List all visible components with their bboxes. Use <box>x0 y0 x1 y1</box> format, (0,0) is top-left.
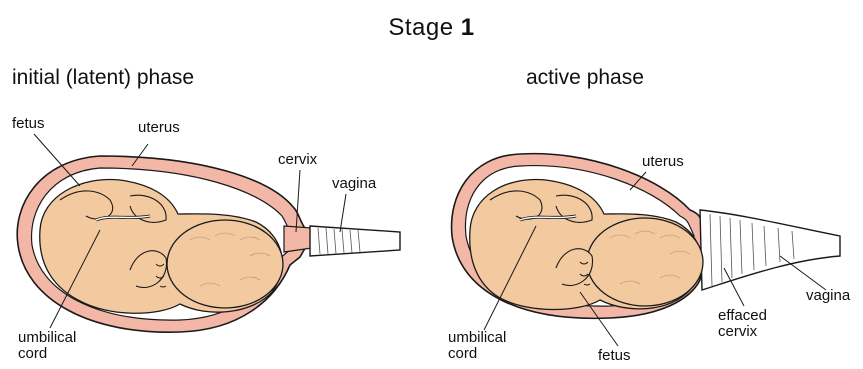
right-label-umbilical-line1: umbilical <box>448 330 506 346</box>
left-cervix-shape <box>284 226 312 252</box>
right-label-umbilical-line2: cord <box>448 346 506 362</box>
left-label-vagina: vagina <box>332 176 376 192</box>
right-label-fetus: fetus <box>598 348 631 364</box>
right-label-effaced-cervix: effaced cervix <box>718 308 767 340</box>
left-label-umbilical-cord: umbilical cord <box>18 330 76 362</box>
left-label-fetus: fetus <box>12 116 45 132</box>
right-label-uterus: uterus <box>642 154 684 170</box>
left-label-umbilical-line1: umbilical <box>18 330 76 346</box>
right-label-effaced-line1: effaced <box>718 308 767 324</box>
right-uterus-diagram <box>452 154 840 319</box>
left-label-cervix: cervix <box>278 152 317 168</box>
left-label-umbilical-line2: cord <box>18 346 76 362</box>
right-label-effaced-line2: cervix <box>718 324 767 340</box>
right-label-umbilical-cord: umbilical cord <box>448 330 506 362</box>
right-label-vagina: vagina <box>806 288 850 304</box>
left-vagina-tube <box>310 226 400 256</box>
left-label-uterus: uterus <box>138 120 180 136</box>
